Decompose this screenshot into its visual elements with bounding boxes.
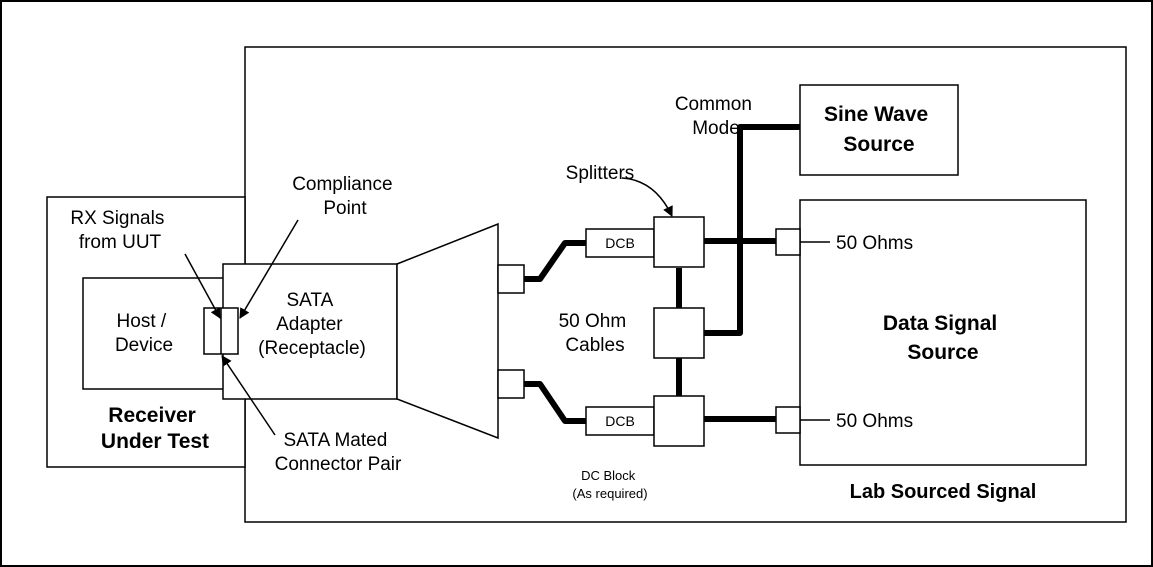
host-device-label: Host / Device bbox=[115, 311, 173, 356]
data-port-top bbox=[775, 228, 801, 256]
dc-block-label: DC Block (As required) bbox=[572, 468, 647, 501]
adapter-port-bottom bbox=[497, 369, 525, 399]
splitters-arrow bbox=[621, 177, 673, 217]
sata-adapter-box bbox=[222, 263, 398, 400]
splitter-top bbox=[653, 216, 705, 268]
dcb-bottom bbox=[585, 406, 655, 436]
sine-wave-source-box bbox=[799, 84, 959, 176]
data-port-bottom bbox=[775, 406, 801, 434]
cable-common-mode bbox=[704, 124, 800, 336]
ohms-bottom-label: 50 Ohms bbox=[836, 411, 913, 432]
dcb-top-label: DCB bbox=[605, 235, 635, 251]
compliance-point-label: Compliance Point bbox=[292, 174, 398, 219]
splitter-middle bbox=[653, 307, 705, 359]
dcb-top bbox=[585, 228, 655, 258]
sata-mated-label: SATA Mated Connector Pair bbox=[275, 430, 402, 475]
ohms-top-label: 50 Ohms bbox=[836, 233, 913, 254]
splitter-bottom bbox=[653, 395, 705, 447]
lab-sourced-signal-label: Lab Sourced Signal bbox=[850, 481, 1037, 503]
data-signal-source-box bbox=[799, 199, 1087, 466]
dcb-bottom-label: DCB bbox=[605, 413, 635, 429]
splitters-label: Splitters bbox=[566, 163, 635, 184]
sata-adapter-label: SATA Adapter (Receptacle) bbox=[258, 290, 366, 359]
common-mode-label: Common Mode bbox=[675, 94, 757, 139]
adapter-funnel bbox=[396, 222, 499, 440]
cable-top bbox=[524, 240, 586, 282]
adapter-port-top bbox=[497, 264, 525, 294]
cables-label: 50 Ohm Cables bbox=[559, 311, 632, 356]
cable-bottom bbox=[524, 381, 586, 424]
sata-mated-arrow bbox=[221, 355, 276, 436]
rx-signals-label: RX Signals from UUT bbox=[70, 208, 169, 253]
receiver-under-test-label: Receiver Under Test bbox=[101, 404, 209, 453]
rx-signals-arrow bbox=[184, 253, 221, 319]
compliance-point-arrow bbox=[239, 219, 299, 319]
sine-wave-source-label: Sine Wave Source bbox=[824, 103, 934, 156]
data-signal-source-label: Data Signal Source bbox=[883, 312, 1003, 364]
